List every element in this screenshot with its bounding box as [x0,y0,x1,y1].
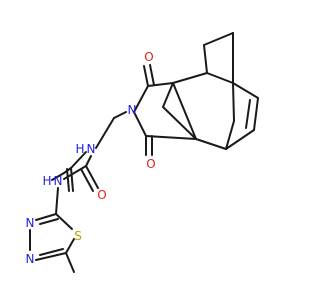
bicyclooctene-ring [162,32,259,150]
atom-nh-lower: N [54,174,63,188]
atom-o-lower: O [146,157,155,171]
background [0,0,300,300]
linker-and-urea [51,111,127,215]
atom-n-imide: N [128,103,137,117]
atom-h-lower: H [42,174,51,188]
atom-h-upper: H [75,142,84,156]
atom-n-ring-2: N [26,252,35,266]
molecule-structure: N O O N H O N H N N S [0,0,300,300]
atom-n-ring-1: N [26,216,35,230]
urea-carbonyl [63,155,99,192]
atom-s-ring: S [74,229,82,243]
atom-nh-upper: N [87,142,96,156]
atom-o-urea: O [97,188,106,202]
atom-o-upper: O [144,50,153,64]
thiadiazole-ring [29,213,75,273]
imide-ring [133,64,197,156]
